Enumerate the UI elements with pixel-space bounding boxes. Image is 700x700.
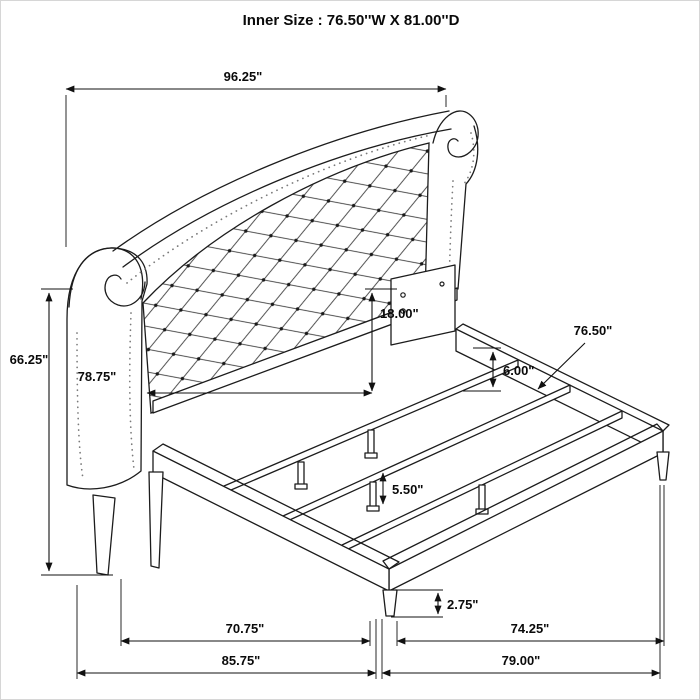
headboard-bracket [390, 264, 456, 346]
bracket-screw-hole [400, 292, 406, 298]
dim-corner-leg-height-label: 2.75" [447, 597, 478, 612]
dimension-rail-height: 6.00" [463, 347, 534, 392]
left-scroll-volute [68, 247, 146, 308]
back-rail [152, 287, 458, 414]
slat-rail [223, 359, 519, 494]
dimension-side-rail-length: 70.75" [120, 579, 371, 646]
foot-far-leg [656, 451, 670, 481]
dim-headboard-to-rail-label: 18.00" [380, 306, 419, 321]
dim-overall-width-label: 79.00" [502, 653, 541, 668]
headboard-tufting-pattern [142, 142, 430, 414]
headboard-drawing [66, 110, 479, 490]
bracket-screw-hole [439, 281, 445, 287]
dimension-foot-rail-length: 74.25" [396, 485, 665, 646]
dim-rail-height-label: 6.00" [503, 363, 534, 378]
nailhead-trim-top [126, 134, 432, 284]
bed-frame-drawing [92, 264, 670, 617]
headboard-front-leg [148, 471, 164, 569]
dim-side-rail-length-label: 70.75" [226, 621, 265, 636]
dim-inner-headboard-width-label: 78.75" [78, 369, 117, 384]
headboard-top-roll-outer [112, 110, 450, 252]
dim-overall-depth-label: 85.75" [222, 653, 261, 668]
foot-near-leg [382, 589, 398, 617]
dimension-slat-leg-height: 5.50" [379, 472, 423, 505]
page-title: Inner Size : 76.50''W X 81.00''D [243, 12, 460, 29]
dimension-overall-height: 66.25" [10, 288, 113, 576]
dim-overall-height-label: 66.25" [10, 352, 49, 367]
dim-slat-leg-height-label: 5.50" [392, 482, 423, 497]
dimension-overall-width: 79.00" [381, 485, 661, 679]
dimension-inner-length: 76.50" [537, 323, 613, 390]
slat-center-leg [294, 461, 308, 490]
headboard-top-roll-inner [122, 128, 452, 268]
dimension-inner-headboard-width: 78.75" [78, 369, 373, 397]
near-side-rail-top-face [152, 443, 400, 570]
bracket-screw-hole [400, 308, 406, 314]
headboard-left-leg [92, 494, 116, 576]
foot-rail-top-face [382, 423, 664, 570]
dim-foot-rail-length-label: 74.25" [511, 621, 550, 636]
nailhead-trim-right [448, 180, 454, 286]
slat-center-leg [364, 429, 378, 459]
slat-center-leg [475, 484, 489, 515]
far-side-rail-top-face [455, 323, 670, 432]
right-scroll-volute [432, 110, 479, 290]
slat-center-leg [366, 481, 380, 512]
dim-headboard-width-label: 96.25" [224, 69, 263, 84]
dimension-headboard-width: 96.25" [65, 69, 447, 247]
dimension-overall-depth: 85.75" [76, 585, 377, 679]
dimension-corner-leg-height: 2.75" [391, 589, 478, 618]
dim-inner-length-label: 76.50" [574, 323, 613, 338]
nailhead-trim-right-scroll [462, 132, 475, 186]
dimension-headboard-to-rail: 18.00" [365, 288, 419, 392]
